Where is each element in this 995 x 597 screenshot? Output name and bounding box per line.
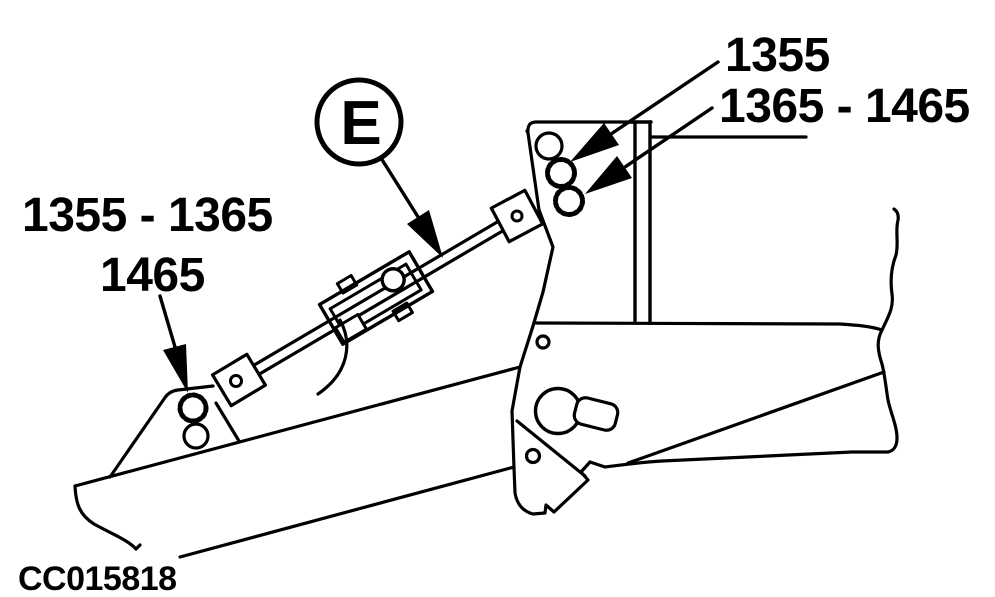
frame-rail — [515, 207, 900, 478]
rear-plate-left-edge — [510, 131, 592, 516]
clamp-wire — [316, 318, 349, 396]
leader-1465-head — [163, 344, 188, 393]
leader-1365-1465-head — [585, 156, 632, 194]
rod-end-rear-hole — [510, 209, 524, 223]
clamp-inner-plate — [328, 262, 423, 337]
front-bracket-outline — [108, 384, 215, 479]
clamp-end-block — [333, 312, 368, 344]
front-beam — [73, 365, 522, 559]
callout-leaders — [158, 60, 808, 393]
clamp-body — [317, 250, 435, 346]
rear-plate — [510, 120, 636, 516]
rod-end-rear — [489, 188, 545, 244]
detail-circle: E — [314, 77, 443, 258]
hole-rail-lower — [524, 447, 542, 465]
serrated-washer-rear-lower — [553, 185, 585, 217]
rail-diagonal — [626, 370, 886, 465]
rod-lower-line — [232, 224, 513, 391]
hole-rear-top — [534, 131, 564, 161]
beam-break-edge — [73, 484, 142, 551]
rail-break-edge — [876, 207, 900, 454]
leader-1465-shaft — [158, 294, 177, 349]
figure-code: CC015818 — [18, 560, 177, 597]
leader-1355-shaft — [609, 60, 720, 136]
callout-1355-1365: 1355 - 1365 — [22, 189, 273, 242]
leader-1355-head — [570, 123, 619, 162]
detail-circle-letter: E — [340, 89, 381, 158]
beam-top-edge — [73, 365, 522, 488]
detail-arrow-shaft — [379, 156, 422, 222]
rod-upper-line — [242, 206, 523, 373]
hole-rail-upper — [535, 334, 551, 350]
clamp-tab-top — [335, 274, 359, 295]
detail-arrow-head — [407, 210, 443, 258]
vertical-post — [628, 120, 653, 325]
callout-1355: 1355 — [725, 29, 830, 82]
turnbuckle-clamp — [317, 250, 435, 346]
detail-circle-ring — [314, 77, 404, 167]
bracket-fold-line — [515, 419, 587, 478]
serrated-washer-rear-upper — [545, 157, 577, 189]
rail-top-edge — [534, 321, 884, 332]
rail-bottom-edge — [588, 450, 890, 469]
callout-1365-1465: 1365 - 1465 — [719, 80, 970, 133]
front-bracket — [108, 384, 241, 479]
hole-front-lower — [182, 422, 210, 450]
front-bracket-right-edge — [214, 401, 241, 443]
rod-end-front — [210, 352, 268, 408]
rod-end-front-hole — [229, 374, 243, 388]
hitch-pin-handle — [572, 396, 620, 432]
beam-bottom-edge — [178, 465, 516, 559]
clamp-barrel — [380, 267, 406, 293]
serrated-washer-front — [177, 392, 209, 424]
callout-1465: 1465 — [100, 249, 205, 302]
adjusting-rod — [232, 206, 523, 391]
